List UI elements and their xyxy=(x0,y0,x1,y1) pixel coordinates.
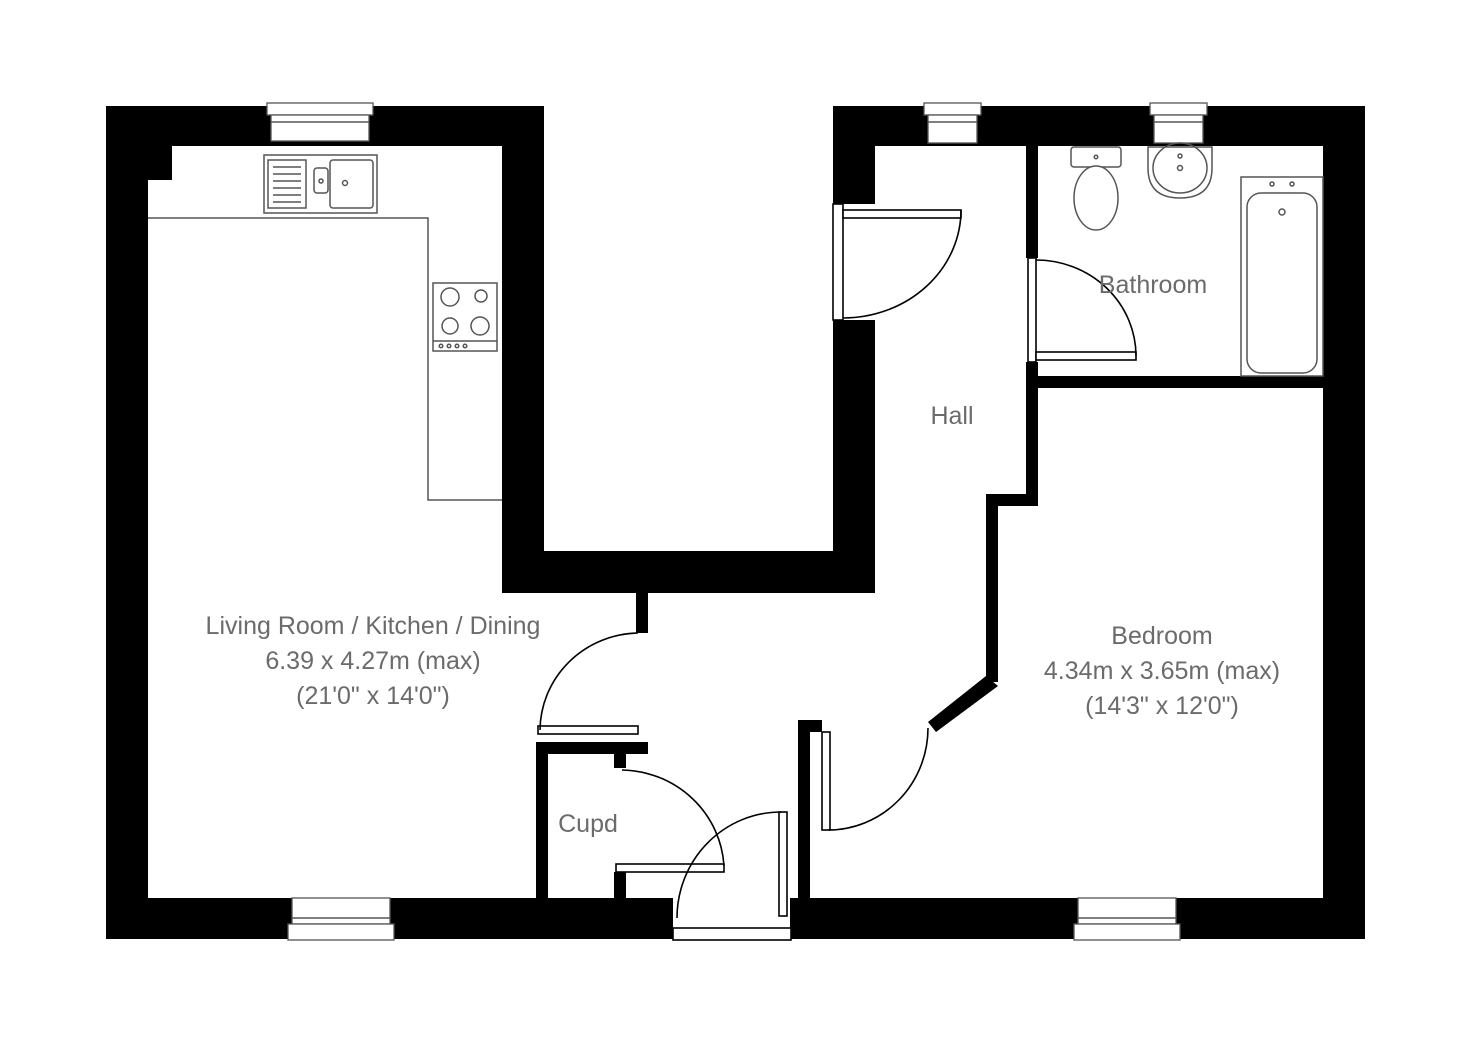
wall-hall-left-upper xyxy=(833,106,875,204)
wall-hall-left-lower xyxy=(833,320,875,593)
wall-east-right xyxy=(1323,106,1365,939)
wall-cupd-right-upper xyxy=(614,754,626,768)
basin-icon xyxy=(1147,142,1213,199)
wall-bed-left-lower xyxy=(798,720,810,902)
bathroom-fixtures xyxy=(1070,142,1324,377)
bathroom-name: Bathroom xyxy=(1098,271,1208,299)
door-hall-courtyard xyxy=(832,203,962,321)
window-living-bottom xyxy=(287,897,395,941)
wall-courtyard-bottom xyxy=(502,551,875,593)
bedroom-name: Bedroom xyxy=(1111,622,1213,650)
toilet-icon xyxy=(1070,146,1122,231)
wall-living-stub xyxy=(636,593,648,633)
worktop-outline xyxy=(148,217,502,501)
living-room-size-metric: 6.39 x 4.27m (max) xyxy=(265,647,481,675)
bath-icon xyxy=(1240,176,1324,377)
hall-name: Hall xyxy=(930,402,974,430)
room-label-hall: Hall xyxy=(930,399,973,434)
window-hall-top xyxy=(923,102,982,144)
wall-cupd-top xyxy=(536,742,648,754)
window-bath-top xyxy=(1149,102,1208,144)
room-label-cupboard: Cupd xyxy=(558,807,618,842)
door-cupboard xyxy=(615,769,725,873)
wall-bed-step xyxy=(986,494,1038,506)
room-label-living: Living Room / Kitchen / Dining 6.39 x 4.… xyxy=(206,609,541,714)
door-entrance xyxy=(672,811,792,941)
living-room-name: Living Room / Kitchen / Dining xyxy=(205,612,541,640)
door-living xyxy=(537,632,639,735)
room-label-bathroom: Bathroom xyxy=(1099,268,1207,303)
wall-bath-hall-lower xyxy=(1026,362,1038,496)
room-label-bedroom: Bedroom 4.34m x 3.65m (max) (14'3" x 12'… xyxy=(1044,619,1280,724)
sink-icon xyxy=(263,154,378,214)
wall-cupd-right-lower xyxy=(614,872,626,902)
door-bathroom xyxy=(1027,257,1137,363)
living-room-size-imperial: (21'0" x 14'0") xyxy=(296,682,450,710)
cupboard-name: Cupd xyxy=(558,810,618,838)
door-bedroom xyxy=(821,727,929,831)
wall-cupd-left xyxy=(536,742,548,902)
wall-living-left xyxy=(106,106,148,939)
wall-living-corner xyxy=(148,146,172,180)
kitchen-units xyxy=(148,154,502,501)
wall-bath-bed xyxy=(1026,376,1326,388)
walls xyxy=(106,106,1365,939)
bedroom-size-imperial: (14'3" x 12'0") xyxy=(1085,692,1239,720)
wall-bath-hall-upper xyxy=(1026,146,1038,258)
bedroom-size-metric: 4.34m x 3.65m (max) xyxy=(1043,657,1281,685)
hob-icon xyxy=(432,282,498,352)
wall-living-right xyxy=(502,106,544,592)
wall-bed-left-upper xyxy=(986,494,998,682)
wall-bed-diagonal xyxy=(928,676,998,732)
window-bedroom-bottom xyxy=(1073,897,1181,941)
wall-east-top xyxy=(833,106,1365,146)
doors xyxy=(537,203,1137,941)
wall-bed-left-cap xyxy=(798,720,822,732)
window-living-top xyxy=(266,102,374,142)
windows xyxy=(266,102,1208,941)
